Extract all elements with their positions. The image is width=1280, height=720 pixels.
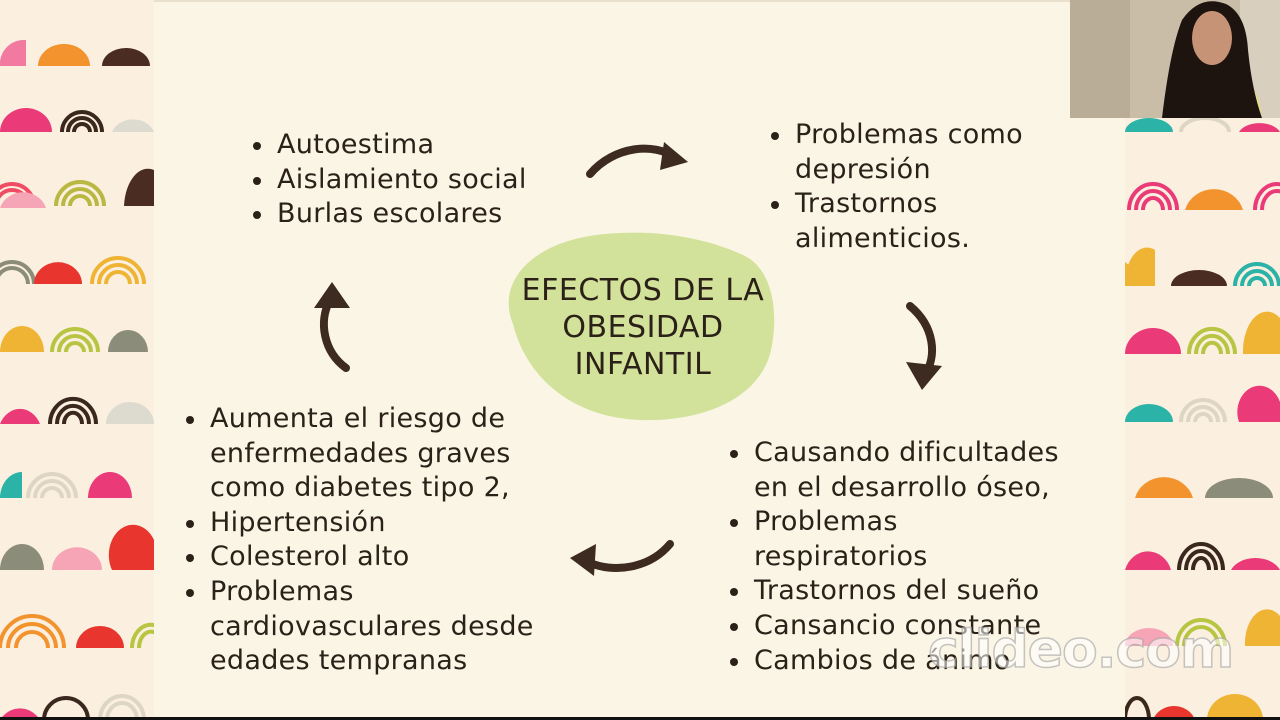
list-item-text: Causando dificultades [754, 437, 1059, 468]
center-title-line: INFANTIL [574, 347, 712, 382]
arrow-left-icon [570, 540, 674, 576]
list-item: Hipertensión [182, 506, 534, 541]
rainbow-pattern-left-icon [0, 39, 154, 720]
list-item-text: enfermedades graves [210, 437, 511, 469]
list-item-text: Cambios de ánimo [754, 644, 1011, 676]
list-item-text: Aislamiento social [277, 163, 527, 195]
arrow-up-icon [314, 282, 350, 372]
list-item-text: Problemas [754, 506, 898, 538]
list-item-text: respiratorios [754, 540, 928, 572]
list-item-text: alimenticios. [795, 222, 971, 254]
list-item: Aislamiento social [249, 163, 527, 198]
list-item-text: como diabetes tipo 2, [210, 472, 510, 504]
list-item-text: en el desarrollo óseo, [754, 471, 1051, 503]
list-item-text: Problemas [210, 575, 354, 607]
list-item-text: Colesterol alto [210, 541, 410, 573]
list-item-text: Trastornos [795, 188, 938, 220]
list-item-text: Trastornos del sueño [754, 575, 1040, 607]
list-item-text: Aumenta el riesgo de [210, 403, 506, 434]
slide-bottom-edge [0, 717, 1280, 720]
list-item-text: Hipertensión [210, 506, 386, 538]
list-item: Autoestima [249, 128, 527, 163]
arrow-down-icon [906, 302, 942, 390]
list-item-text: Burlas escolares [277, 198, 503, 230]
center-title-line: EFECTOS DE LA [521, 273, 765, 308]
rainbow-pattern-right-icon [1125, 118, 1280, 720]
list-item-text: Cansancio constante [754, 609, 1042, 641]
list-item: Cambios de ánimo [726, 644, 1059, 679]
webcam-video [1070, 0, 1280, 118]
list-item-text: depresión [795, 153, 931, 185]
list-item-text: edades tempranas [210, 645, 468, 677]
list-item-text: Autoestima [277, 129, 435, 160]
list-item: Cansancio constante [726, 609, 1059, 644]
right-decorative-pattern [1125, 118, 1280, 720]
center-blob [508, 232, 775, 421]
list-item-text: Problemas como [795, 119, 1023, 150]
center-title: EFECTOS DE LA OBESIDAD INFANTIL [505, 272, 781, 383]
list-item: Trastornos del sueño [726, 574, 1059, 609]
center-title-line: OBESIDAD [562, 310, 724, 345]
watermark: clideo.com [927, 619, 1235, 681]
left-decorative-pattern [0, 0, 154, 720]
list-item: Burlas escolares [249, 197, 527, 232]
slide-top-edge [0, 0, 1280, 2]
arrow-right-icon [586, 142, 688, 178]
list-item: Colesterol alto [182, 540, 534, 575]
presenter-video-icon [1070, 0, 1280, 118]
list-item-text: cardiovasculares desde [210, 610, 534, 642]
